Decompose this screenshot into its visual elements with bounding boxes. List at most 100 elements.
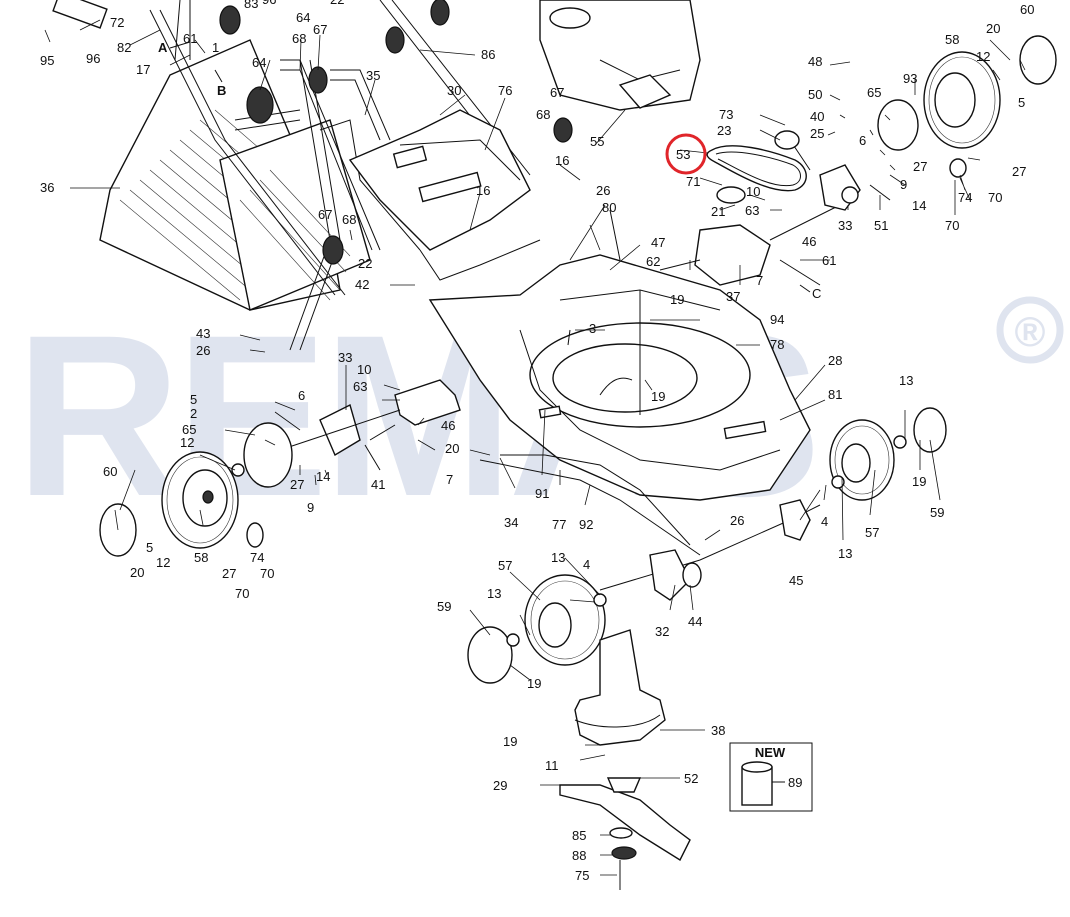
svg-text:63: 63 (745, 203, 759, 218)
svg-text:4: 4 (583, 557, 590, 572)
svg-text:68: 68 (342, 212, 356, 227)
svg-text:26: 26 (596, 183, 610, 198)
svg-text:13: 13 (487, 586, 501, 601)
svg-text:44: 44 (688, 614, 702, 629)
front-axle (599, 499, 821, 601)
svg-text:67: 67 (313, 22, 327, 37)
svg-text:73: 73 (719, 107, 733, 122)
svg-text:9: 9 (307, 500, 314, 515)
svg-text:C: C (812, 286, 821, 301)
svg-text:5: 5 (146, 540, 153, 555)
mower-deck (428, 254, 811, 556)
svg-text:19: 19 (527, 676, 541, 691)
svg-text:22: 22 (330, 0, 344, 7)
svg-text:7: 7 (756, 273, 763, 288)
svg-text:63: 63 (353, 379, 367, 394)
svg-text:95: 95 (40, 53, 54, 68)
svg-text:59: 59 (930, 505, 944, 520)
svg-text:53: 53 (676, 147, 690, 162)
svg-text:96: 96 (86, 51, 100, 66)
svg-text:45: 45 (789, 573, 803, 588)
svg-text:27: 27 (290, 477, 304, 492)
svg-text:21: 21 (711, 204, 725, 219)
grass-bag (99, 39, 371, 311)
right-rear-wheel (877, 35, 1057, 178)
svg-text:82: 82 (117, 40, 131, 55)
svg-text:60: 60 (1020, 2, 1034, 17)
svg-text:9: 9 (900, 177, 907, 192)
svg-text:65: 65 (182, 422, 196, 437)
svg-text:88: 88 (572, 848, 586, 863)
svg-text:12: 12 (156, 555, 170, 570)
svg-text:89: 89 (788, 775, 802, 790)
svg-text:26: 26 (196, 343, 210, 358)
svg-text:30: 30 (447, 83, 461, 98)
svg-text:27: 27 (1012, 164, 1026, 179)
svg-text:19: 19 (912, 474, 926, 489)
leader-lines (44, 19, 1026, 876)
svg-text:26: 26 (730, 513, 744, 528)
svg-text:A: A (158, 40, 168, 55)
svg-text:68: 68 (292, 31, 306, 46)
svg-text:6: 6 (859, 133, 866, 148)
svg-text:55: 55 (590, 134, 604, 149)
svg-text:32: 32 (655, 624, 669, 639)
svg-text:19: 19 (651, 389, 665, 404)
svg-text:12: 12 (976, 49, 990, 64)
svg-text:57: 57 (498, 558, 512, 573)
svg-text:3: 3 (589, 321, 596, 336)
svg-text:61: 61 (183, 31, 197, 46)
svg-text:7: 7 (446, 472, 453, 487)
svg-text:25: 25 (810, 126, 824, 141)
svg-text:20: 20 (130, 565, 144, 580)
svg-text:43: 43 (196, 326, 210, 341)
part-labels: 72 96 96 83 64 22 95 82 61 1 17 68 67 86… (40, 0, 1034, 883)
svg-text:13: 13 (838, 546, 852, 561)
svg-text:13: 13 (899, 373, 913, 388)
svg-text:70: 70 (235, 586, 249, 601)
svg-text:46: 46 (441, 418, 455, 433)
svg-text:92: 92 (579, 517, 593, 532)
svg-text:®: ® (1015, 308, 1046, 355)
svg-text:48: 48 (808, 54, 822, 69)
svg-text:60: 60 (103, 464, 117, 479)
svg-text:75: 75 (575, 868, 589, 883)
svg-text:NEW: NEW (755, 745, 786, 760)
svg-text:14: 14 (912, 198, 926, 213)
rear-axle-left (279, 379, 461, 471)
front-right-wheel (829, 407, 947, 501)
svg-text:77: 77 (552, 517, 566, 532)
front-left-wheel (467, 574, 607, 684)
svg-text:29: 29 (493, 778, 507, 793)
new-part-box: NEW 89 (729, 742, 813, 812)
svg-text:6: 6 (298, 388, 305, 403)
svg-text:16: 16 (555, 153, 569, 168)
svg-text:20: 20 (445, 441, 459, 456)
svg-text:40: 40 (810, 109, 824, 124)
svg-text:80: 80 (602, 200, 616, 215)
svg-text:12: 12 (180, 435, 194, 450)
svg-text:46: 46 (802, 234, 816, 249)
svg-text:93: 93 (903, 71, 917, 86)
svg-text:85: 85 (572, 828, 586, 843)
svg-text:52: 52 (684, 771, 698, 786)
svg-text:1: 1 (212, 40, 219, 55)
svg-text:20: 20 (986, 21, 1000, 36)
svg-text:67: 67 (550, 85, 564, 100)
handle-knobs (219, 0, 573, 265)
letter-callouts: A B C (158, 40, 821, 301)
svg-text:67: 67 (318, 207, 332, 222)
svg-text:76: 76 (498, 83, 512, 98)
svg-text:11: 11 (545, 758, 559, 773)
engine (539, 0, 701, 111)
svg-text:4: 4 (821, 514, 828, 529)
svg-text:70: 70 (988, 190, 1002, 205)
svg-text:61: 61 (822, 253, 836, 268)
svg-text:13: 13 (551, 550, 565, 565)
svg-text:70: 70 (945, 218, 959, 233)
svg-text:34: 34 (504, 515, 518, 530)
svg-text:51: 51 (874, 218, 888, 233)
svg-text:71: 71 (686, 174, 700, 189)
